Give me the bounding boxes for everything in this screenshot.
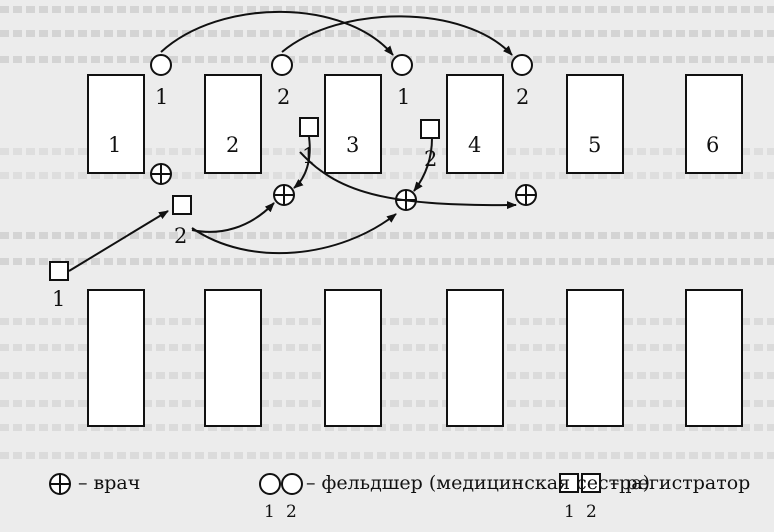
doctor-icon xyxy=(273,184,295,206)
bottom-room-2 xyxy=(204,289,262,427)
room-5: 5 xyxy=(566,74,624,174)
room-3: 3 xyxy=(324,74,382,174)
legend-registrar-square-icon xyxy=(559,473,579,493)
bottom-room-3 xyxy=(324,289,382,427)
registrar-arrow-room3 xyxy=(293,136,311,189)
registrar-arrow-start xyxy=(68,210,169,272)
feldsher-label: 2 xyxy=(277,85,290,109)
doctor-icon xyxy=(150,163,172,185)
registrar-square-icon xyxy=(299,117,319,137)
feldsher-label: 1 xyxy=(155,85,168,109)
registrar-arrow-to-doctor-3 xyxy=(191,213,397,255)
room-4: 4 xyxy=(446,74,504,174)
legend-num: 2 xyxy=(286,502,297,522)
room-4-label: 4 xyxy=(468,133,481,157)
legend-doctor-text: – врач xyxy=(78,472,141,494)
legend: – врач – фельдшер (медицинская сестра) –… xyxy=(0,466,774,532)
registrar-square-icon xyxy=(420,119,440,139)
feldsher-label: 2 xyxy=(516,85,529,109)
legend-feldsher-circle-icon xyxy=(259,473,281,495)
registrar-label: 1 xyxy=(52,287,65,311)
room-2-label: 2 xyxy=(226,133,239,157)
feldsher-circle-icon xyxy=(150,54,172,76)
route-diagram: 1 2 3 4 5 6 1 2 1 2 xyxy=(49,10,743,427)
bottom-room-5 xyxy=(566,289,624,427)
registrar-arrow-room4 xyxy=(413,137,433,192)
registrar-arrow-room3-long xyxy=(299,151,517,210)
feldsher-arrow-2 xyxy=(281,15,513,56)
room-5-label: 5 xyxy=(588,133,601,157)
room-1: 1 xyxy=(87,74,145,174)
bottom-room-6 xyxy=(685,289,743,427)
legend-registrar-square-icon xyxy=(581,473,601,493)
registrar-arrow-to-doctor-2 xyxy=(191,202,275,233)
room-6: 6 xyxy=(685,74,743,174)
legend-feldsher-circle-icon xyxy=(281,473,303,495)
feldsher-circle-icon xyxy=(511,54,533,76)
registrar-label: 2 xyxy=(174,224,187,248)
registrar-square-icon xyxy=(49,261,69,281)
doctor-icon xyxy=(515,184,537,206)
feldsher-arrow-1 xyxy=(160,10,394,56)
feldsher-circle-icon xyxy=(271,54,293,76)
legend-feldsher-text: – фельдшер (медицинская сестра) xyxy=(306,472,651,494)
registrar-square-icon xyxy=(172,195,192,215)
bottom-room-1 xyxy=(87,289,145,427)
legend-num: 1 xyxy=(564,502,575,522)
legend-doctor-icon xyxy=(49,473,71,495)
feldsher-label: 1 xyxy=(397,85,410,109)
room-6-label: 6 xyxy=(706,133,719,157)
legend-num: 1 xyxy=(264,502,275,522)
bottom-room-4 xyxy=(446,289,504,427)
legend-registrar-text: – регистратор xyxy=(610,472,751,494)
legend-num: 2 xyxy=(586,502,597,522)
feldsher-circle-icon xyxy=(391,54,413,76)
room-1-label: 1 xyxy=(108,133,121,157)
room-2: 2 xyxy=(204,74,262,174)
room-3-label: 3 xyxy=(346,133,359,157)
